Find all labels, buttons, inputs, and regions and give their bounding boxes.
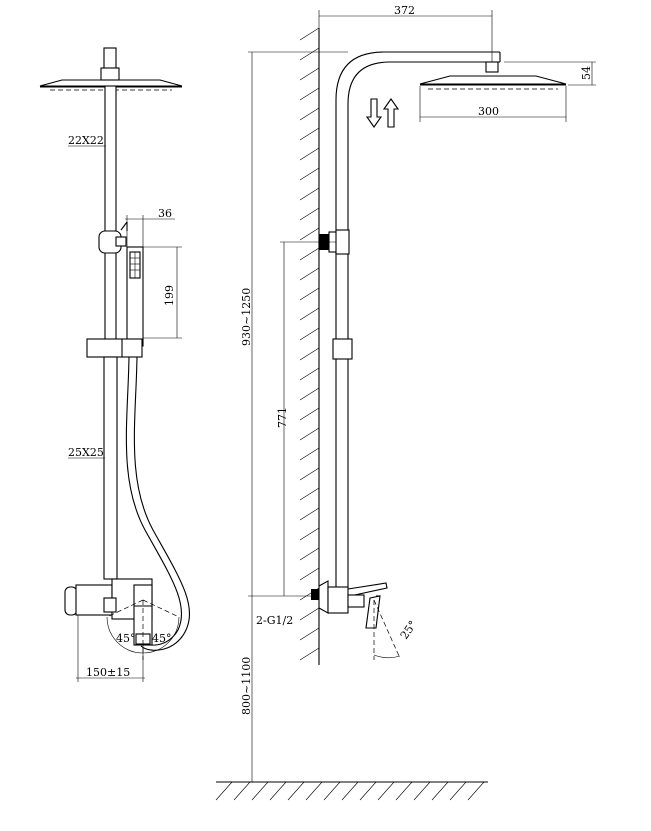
angle-right-label: 45° (152, 632, 172, 645)
dim-upper-tube-label: 22X22 (68, 134, 104, 147)
dim-centres: 150±15 (76, 615, 145, 682)
front-mixer (64, 578, 153, 646)
side-handle-swing (373, 599, 401, 660)
side-view: 372 54 300 930~1250 771 (215, 4, 596, 801)
dim-inlet-label: 2-G1/2 (256, 614, 293, 627)
dim-bracket-to-mixer: 771 (276, 241, 336, 596)
dim-hand-width-label: 36 (158, 207, 172, 220)
dim-head-width-label: 300 (478, 105, 499, 118)
dim-riser-height: 930~1250 (240, 51, 348, 596)
front-shower-head (39, 47, 183, 91)
dim-bracket-to-mixer-label: 771 (276, 407, 289, 428)
floor-section (215, 781, 488, 801)
dim-hand-width: 36 (125, 207, 175, 247)
dim-head-height-label: 54 (580, 66, 593, 80)
dim-mount-height-label: 800~1100 (240, 657, 253, 715)
dim-arm-length-label: 372 (394, 4, 415, 17)
front-view: 22X22 25X25 36 199 45° 45° 150±15 (39, 47, 191, 682)
dim-centres-label: 150±15 (86, 666, 130, 679)
front-slider-holder (86, 338, 143, 358)
side-slider (332, 338, 353, 360)
dim-head-height: 54 (504, 61, 596, 86)
height-adjust-arrows-icon (365, 98, 400, 128)
dim-riser-height-label: 930~1250 (240, 288, 253, 346)
front-upper-tube (104, 85, 117, 347)
side-mixer (311, 580, 388, 629)
dim-arm-length: 372 (318, 4, 493, 62)
angle-left-label: 45° (116, 632, 136, 645)
wall-section (299, 27, 320, 665)
dim-hand-length: 199 (143, 246, 182, 339)
dim-lower-tube: 25X25 (68, 446, 105, 459)
dim-mount-height: 800~1100 (240, 596, 300, 783)
dim-upper-tube: 22X22 (68, 134, 106, 147)
angle-handle-label: 25° (398, 618, 420, 641)
dim-inlet: 2-G1/2 (248, 595, 312, 627)
dim-hand-length-label: 199 (163, 285, 176, 306)
front-hose (125, 356, 191, 651)
side-shower-head (419, 61, 567, 90)
front-hand-shower (126, 246, 144, 347)
front-lower-tube (103, 356, 118, 580)
dim-lower-tube-label: 25X25 (68, 446, 104, 459)
dim-head-width: 300 (419, 86, 567, 122)
side-riser-and-arm (335, 51, 501, 590)
